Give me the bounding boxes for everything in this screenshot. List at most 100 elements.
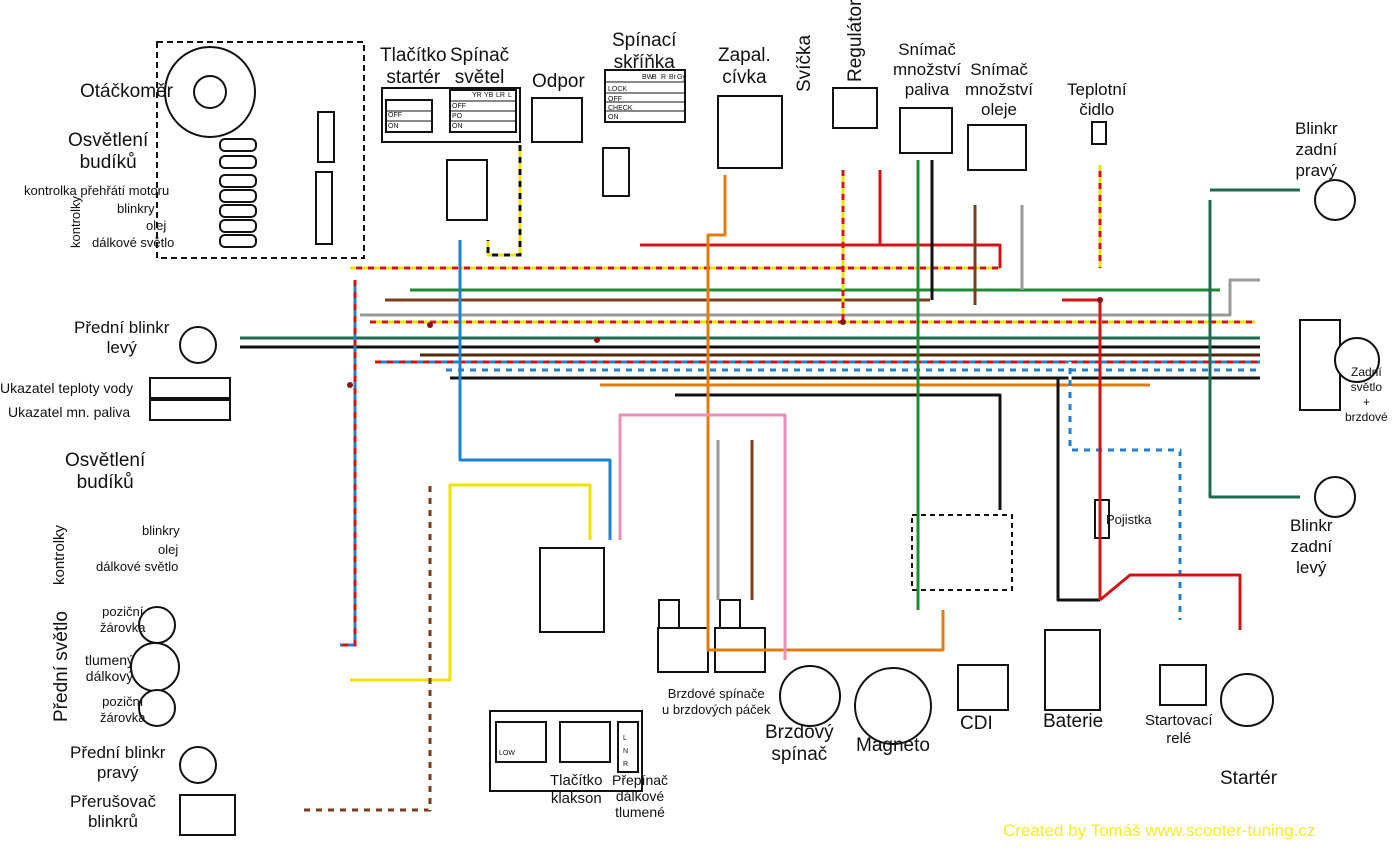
ignition-row-off: OFF [608,96,622,103]
wire-coil-cr [706,175,945,652]
brake-lever-switch-left [657,627,709,673]
indicators-top-label: kontrolky [68,195,83,248]
horn-low-label: LOW [499,750,515,757]
dimmer-row-n: N [623,748,629,755]
dimmer-row-l: L [623,735,627,742]
water-temp-gauge-label: Ukazatel teploty vody [0,380,134,396]
headlight-bulb [130,642,180,692]
wire-lr-headlight-stripe [340,280,357,647]
wire-y-headlight [350,483,592,682]
high-beam-top-label: dálkové světlo [92,235,175,250]
flasher-relay-body [179,794,236,836]
brake-switch-left-connector [658,599,680,629]
ignition-coil-label: Zapal.cívka [718,45,771,88]
cdi-wiring-dash [911,514,1013,591]
junction-dot [840,319,846,325]
dimmer-row-r: R [623,761,629,768]
ignition-col-r: R [661,74,667,81]
junction-dot [594,337,600,343]
overheat-lamp-label: kontrolka přehřátí motoru [24,183,170,198]
wire-gy [360,278,1260,317]
junction-dot [1097,297,1103,303]
bulb-icon [219,174,257,188]
blinkers-top-label: blinkry [117,201,155,216]
high-beam-bottom-label: dálkové světlo [96,559,179,574]
fuel-gauge-label: Ukazatel mn. paliva [8,404,131,420]
regulator-box [832,87,878,129]
wire-lr-headlight [340,280,357,647]
starter-label: Startér [1220,768,1278,789]
ignition-col-b: B [652,74,657,81]
junction-dot [347,382,353,388]
rear-left-blinker-bulb [1314,476,1356,518]
light-row-po: PO [452,113,463,120]
ignition-connector [602,147,630,197]
resistor-label: Odpor [532,71,585,92]
cluster-connector-1 [317,111,335,163]
wire-flasher-brw [300,480,432,812]
wire-battery-b [1056,378,1100,602]
bulb-icon [219,138,257,152]
ignition-col-gy: Gy [677,74,686,81]
headlight-label: Přední světlo [51,611,72,722]
wire-brake-p [618,413,787,660]
light-row-off: OFF [452,103,466,110]
spark-plug-label: Svíčka [794,34,815,92]
dimmer-switch-table [617,721,639,773]
wire-starter-r [1099,573,1242,630]
bulb-icon [219,155,257,169]
handlebar-connector [539,547,605,633]
starter-switch-table [385,99,433,133]
tachometer-label: Otáčkoměr [80,81,173,102]
oil-sender-box [967,124,1027,171]
light-col-lr: LR [496,92,505,99]
light-col-yb: YB [484,92,494,99]
light-row-on: ON [452,123,463,130]
ignition-col-br: Br [669,74,676,81]
junction-dot [427,322,433,328]
magneto-body [854,667,932,745]
position-bulb-2 [138,689,176,727]
wire-flasher-brw-stripe [300,480,432,812]
blinkers-bottom-label: blinkry [142,523,180,538]
wire-relay-lw [1068,362,1182,620]
horn-switch-table [495,721,547,763]
bulb-icon [219,219,257,233]
cdi-body [957,664,1009,711]
horn-button-table [559,721,611,763]
starter-row-on: ON [388,123,399,130]
fuel-gauge-body [149,399,231,421]
tachometer-center [193,75,227,109]
rear-right-blinker-bulb [1314,179,1356,221]
ignition-row-check: CHECK [608,105,633,112]
wire-resistor-yb [486,145,522,257]
light-col-yr: YR [472,92,482,99]
battery-body [1044,629,1101,711]
magneto-label: Magneto [856,735,930,756]
wire-rear-blinker [1208,200,1300,499]
wire-resistor-yb-stripe [486,145,522,257]
battery-label: Baterie [1043,711,1104,732]
ignition-col-bw: BW [642,74,654,81]
brake-switch-body [779,665,841,727]
